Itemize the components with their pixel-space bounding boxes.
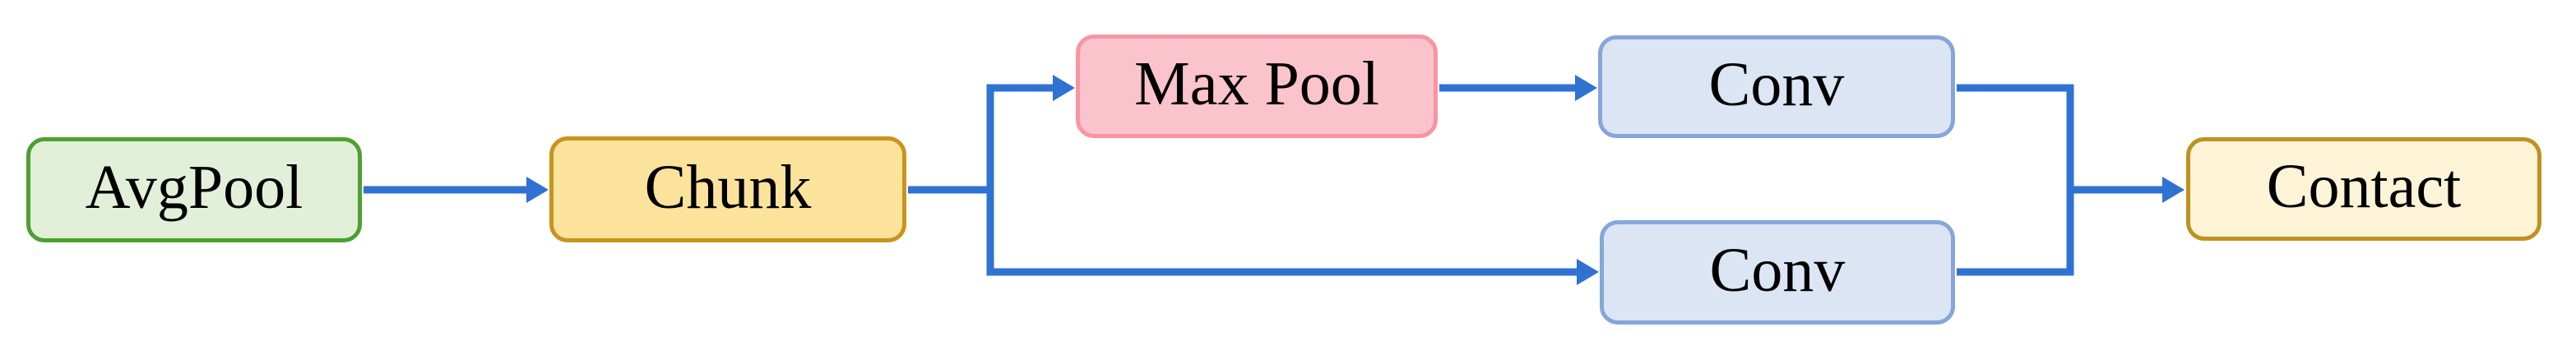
node-conv-top-label: Conv xyxy=(1708,49,1845,119)
node-contact-label: Contact xyxy=(2266,152,2462,221)
node-conv-bottom: Conv xyxy=(1600,220,1955,325)
edge-conv-top-to-contact xyxy=(1957,84,2163,194)
arrowhead-into-conv-bottom-icon xyxy=(1577,259,1599,285)
node-conv-bottom-label: Conv xyxy=(1709,235,1846,305)
arrowhead-into-conv-top-icon xyxy=(1575,75,1597,101)
node-avgpool-label: AvgPool xyxy=(85,153,303,222)
arrowhead-into-chunk-icon xyxy=(526,177,549,203)
node-conv-top: Conv xyxy=(1598,35,1955,138)
arrowhead-into-contact-icon xyxy=(2162,177,2185,203)
edge-conv-bottom-to-contact xyxy=(1957,190,2074,276)
node-avgpool: AvgPool xyxy=(26,137,362,242)
edge-chunk-to-conv-bottom xyxy=(986,190,1578,276)
node-maxpool: Max Pool xyxy=(1076,35,1438,138)
node-maxpool-label: Max Pool xyxy=(1134,49,1379,118)
node-chunk: Chunk xyxy=(549,136,906,242)
arrowhead-into-maxpool-icon xyxy=(1053,75,1075,101)
node-chunk-label: Chunk xyxy=(644,152,812,222)
edge-chunk-to-maxpool xyxy=(908,84,1054,194)
node-contact: Contact xyxy=(2186,137,2541,241)
